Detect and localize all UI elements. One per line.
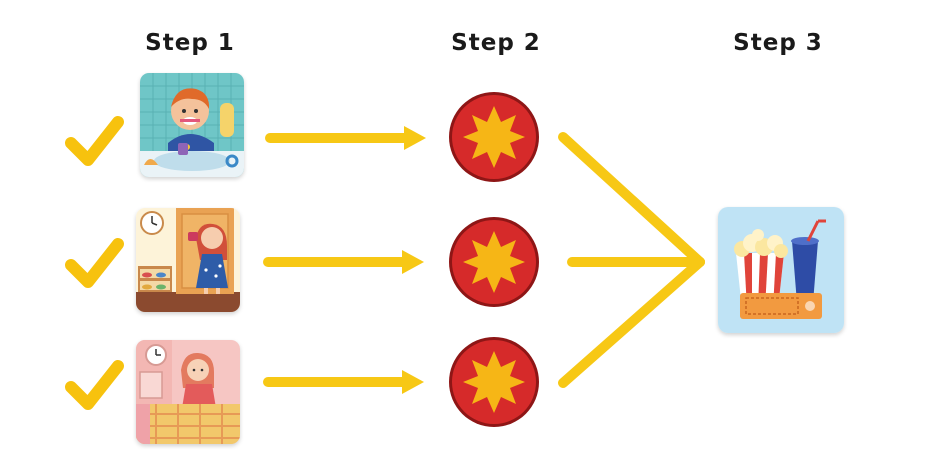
star-token-icon <box>449 337 539 427</box>
checkmark-icon <box>65 360 124 410</box>
converge-lines <box>558 132 705 388</box>
making-bed-picture <box>136 340 240 444</box>
putting-away-shoes-picture <box>136 208 240 312</box>
checkmark-icon <box>65 116 124 166</box>
arrow-row-1 <box>265 126 426 150</box>
star-token-icon <box>449 217 539 307</box>
step-3-header: Step 3 <box>733 30 823 56</box>
arrow-row-2 <box>263 250 424 274</box>
brushing-teeth-picture <box>140 73 244 177</box>
step-2-header: Step 2 <box>451 30 541 56</box>
star-token-icon <box>449 92 539 182</box>
arrow-row-3 <box>263 370 424 394</box>
checkmark-icon <box>65 238 124 288</box>
movie-reward-picture <box>718 207 844 333</box>
step-1-header: Step 1 <box>145 30 235 56</box>
